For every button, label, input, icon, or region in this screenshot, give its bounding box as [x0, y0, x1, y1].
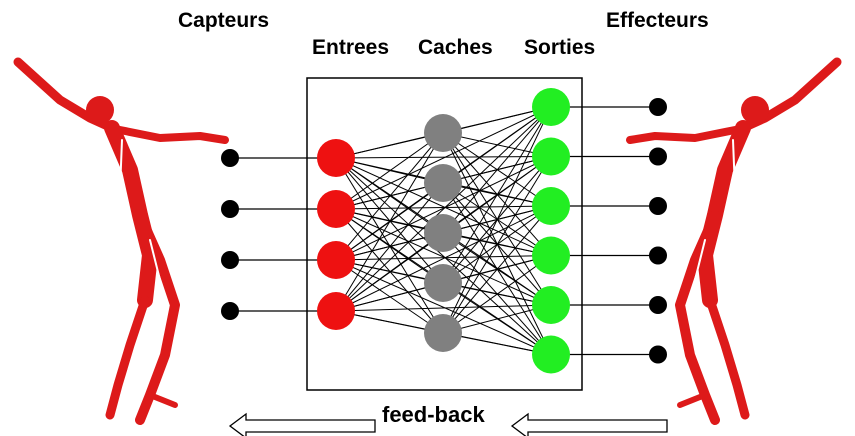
label-effectors: Effecteurs: [606, 9, 709, 32]
connection-input-output: [335, 259, 552, 355]
label-feedback: feed-back: [382, 402, 485, 427]
connection-input-output: [335, 205, 552, 210]
nodes: [221, 88, 667, 374]
connection-hidden-output: [442, 156, 552, 334]
effector-node: [649, 197, 667, 215]
connection-input-hidden: [335, 132, 444, 210]
output-node: [532, 286, 570, 324]
hidden-node: [424, 214, 462, 252]
output-node: [532, 236, 570, 275]
sensor-node: [221, 302, 239, 320]
label-outputs: Sorties: [524, 36, 595, 59]
output-node: [532, 88, 570, 126]
connection-hidden-output: [442, 106, 552, 284]
input-node: [317, 292, 355, 330]
connection-input-output: [335, 208, 552, 306]
connection-input-output: [335, 157, 552, 256]
input-node: [317, 190, 355, 228]
effector-node: [649, 98, 667, 116]
label-hidden: Caches: [418, 36, 493, 59]
human-figure-left-icon: [13, 57, 229, 425]
hidden-node: [424, 164, 462, 202]
sensor-node: [221, 200, 239, 218]
connection-hidden-output: [442, 106, 552, 184]
connection-input-output: [335, 106, 552, 210]
hidden-node: [424, 264, 462, 302]
label-sensors: Capteurs: [178, 9, 269, 32]
connection-input-output: [335, 157, 552, 355]
effector-node: [649, 147, 667, 166]
connection-input-output: [335, 106, 552, 312]
output-node: [532, 335, 570, 374]
connection-input-output: [335, 156, 552, 261]
sensor-node: [221, 149, 239, 167]
output-node: [532, 137, 570, 176]
hidden-node: [424, 114, 462, 152]
connection-input-output: [335, 304, 552, 312]
connection-input-output: [335, 205, 552, 312]
output-node: [532, 187, 570, 225]
feedback-arrow-right-segment-icon: [510, 412, 668, 436]
connection-input-output: [335, 255, 552, 261]
input-node: [317, 139, 355, 177]
effector-node: [649, 345, 667, 364]
effector-node: [649, 296, 667, 314]
connection-input-hidden: [335, 132, 444, 261]
effector-node: [649, 246, 667, 265]
label-inputs: Entrees: [312, 36, 389, 59]
connection-hidden-output: [442, 106, 552, 334]
connection-hidden-output: [442, 205, 552, 334]
hidden-node: [424, 314, 462, 352]
connection-input-output: [335, 156, 552, 159]
sensor-node: [221, 251, 239, 269]
connection-hidden-output: [442, 106, 552, 234]
human-figure-right-icon: [626, 57, 842, 425]
connection-hidden-output: [442, 255, 552, 334]
feedback-arrow-left-segment-icon: [228, 412, 376, 436]
input-node: [317, 241, 355, 279]
network-frame: [306, 77, 583, 391]
